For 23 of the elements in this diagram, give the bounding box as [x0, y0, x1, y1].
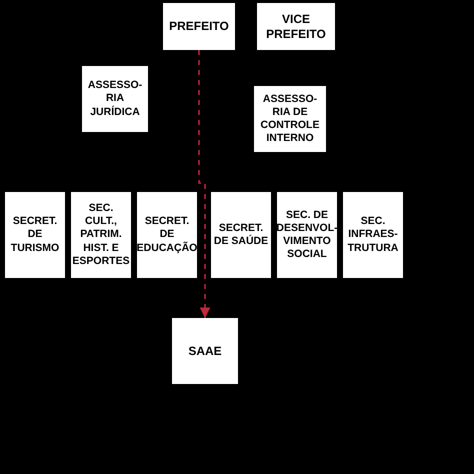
org-box [172, 318, 238, 384]
org-box [343, 192, 403, 278]
org-box [277, 192, 337, 278]
box-label: ASSESSO- RIA JURÍDICA [86, 79, 144, 119]
org-box [71, 192, 131, 278]
dashed-arrow [198, 50, 210, 318]
org-box [137, 192, 197, 278]
box-label: SEC. INFRAES- TRUTURA [346, 215, 400, 255]
org-box [163, 3, 235, 50]
org-box [257, 3, 335, 50]
box-label: SEC. DE DESENVOL- VIMENTO SOCIAL [276, 208, 338, 262]
box-label: SECRET. DE TURISMO [10, 215, 60, 255]
org-box [254, 86, 326, 152]
box-label: ASSESSO- RIA DE CONTROLE INTERNO [260, 92, 320, 146]
box-label: SAAE [188, 344, 222, 358]
box-label: SECRET. DE SAÚDE [213, 222, 269, 248]
box-label: SEC. CULT., PATRIM. HIST. E ESPORTES [72, 202, 130, 268]
org-box [82, 66, 148, 132]
org-box [5, 192, 65, 278]
org-box [211, 192, 271, 278]
box-label: SECRET. DE EDUCAÇÃO [136, 215, 198, 255]
box-label: VICE PREFEITO [265, 12, 327, 42]
box-label: PREFEITO [169, 19, 229, 34]
